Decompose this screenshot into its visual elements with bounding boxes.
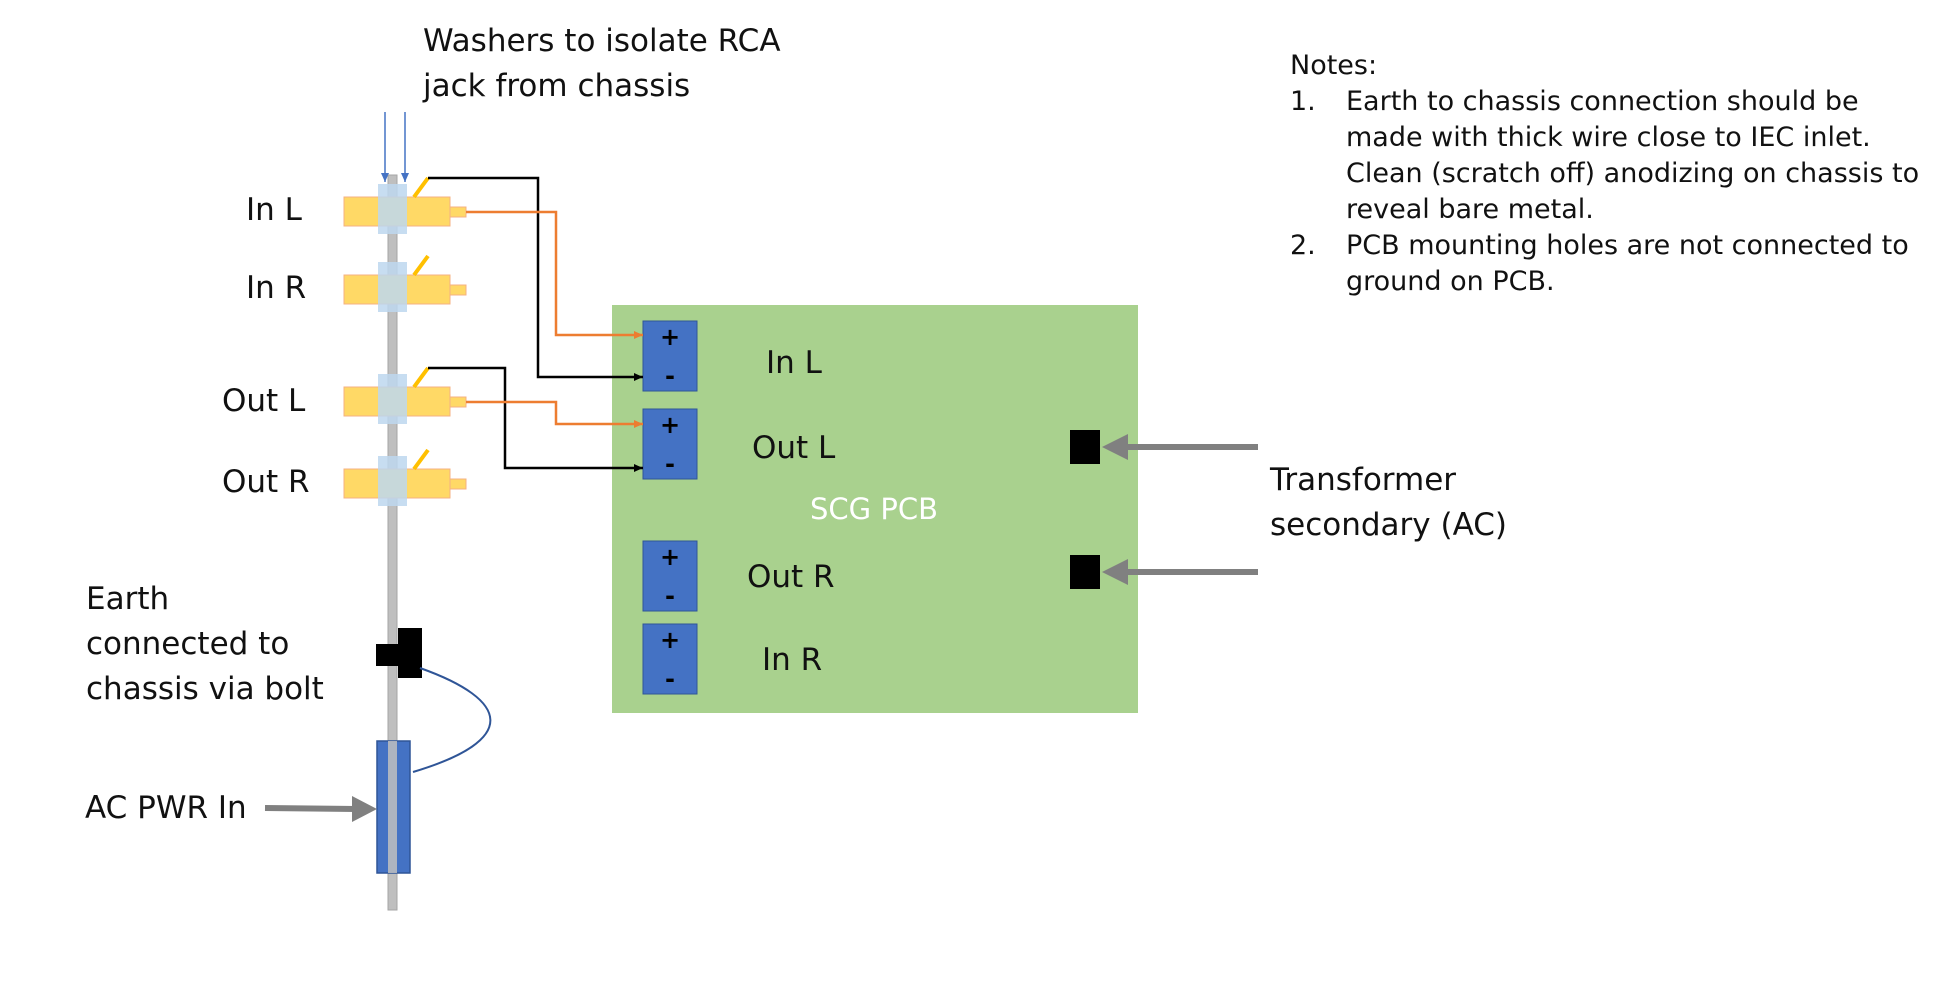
terminal-minus: - [665, 450, 675, 478]
wire-in-l-signal [466, 210, 643, 339]
terminal-plus: + [659, 626, 681, 654]
washer [378, 374, 407, 424]
ac-pwr-label: AC PWR In [85, 790, 247, 826]
earth-label: Earth connected to chassis via bolt [86, 581, 324, 707]
pcb-label-out-r: Out R [747, 559, 835, 595]
rca-jack-out-r [343, 448, 467, 506]
washer [378, 262, 407, 312]
pcb-board [612, 305, 1138, 713]
rca-label-in-r: In R [246, 270, 307, 306]
rca-jack-in-l [343, 176, 467, 234]
pcb-label-out-l: Out L [752, 430, 836, 466]
terminal-plus: + [659, 323, 681, 351]
note-item: 2. PCB mounting holes are not connected … [1290, 228, 1930, 300]
washer [378, 456, 407, 506]
rca-jack-in-r [343, 254, 467, 312]
washers-label: Washers to isolate RCA jack from chassis [423, 23, 781, 104]
wire-out-l-ground [428, 366, 643, 472]
note-text: PCB mounting holes are not connected to … [1346, 230, 1909, 297]
notes-title: Notes: [1290, 50, 1378, 81]
chassis-panel [387, 174, 398, 911]
earth-bolt-head [398, 628, 422, 678]
terminal-plus: + [659, 411, 681, 439]
terminal-minus: - [665, 665, 675, 693]
terminal-block-out-l [642, 408, 698, 480]
note-number: 1. [1290, 86, 1316, 117]
note-number: 2. [1290, 230, 1316, 261]
note-item: 1. Earth to chassis connection should be… [1290, 84, 1930, 228]
pcb-title: SCG PCB [810, 492, 938, 526]
ac-pwr-arrow [264, 796, 377, 822]
terminal-block-in-l [642, 320, 698, 392]
terminal-minus: - [665, 362, 675, 390]
terminal-minus: - [665, 582, 675, 610]
terminal-block-in-r [642, 623, 698, 695]
transformer-connector [1070, 430, 1100, 464]
wire-out-l-signal [466, 400, 643, 428]
note-text: Earth to chassis connection should be ma… [1346, 86, 1920, 225]
earth-lead [412, 667, 492, 773]
washer [378, 184, 407, 234]
terminal-block-out-r [642, 540, 698, 612]
terminal-plus: + [659, 543, 681, 571]
transformer-arrow [1102, 434, 1258, 460]
notes-list: 1. Earth to chassis connection should be… [1290, 84, 1930, 300]
wire-in-l-ground [428, 176, 643, 381]
rca-label-out-l: Out L [222, 383, 306, 419]
rca-label-out-r: Out R [222, 464, 310, 500]
rca-jack-out-l [343, 366, 467, 424]
transformer-label: Transformer secondary (AC) [1270, 462, 1507, 543]
notes-panel: Notes: 1. Earth to chassis connection sh… [1290, 48, 1930, 300]
transformer-arrow [1102, 559, 1258, 585]
transformer-connector [1070, 555, 1100, 589]
pcb-label-in-r: In R [762, 642, 823, 678]
rca-label-in-l: In L [246, 192, 302, 228]
pcb-label-in-l: In L [766, 345, 822, 381]
